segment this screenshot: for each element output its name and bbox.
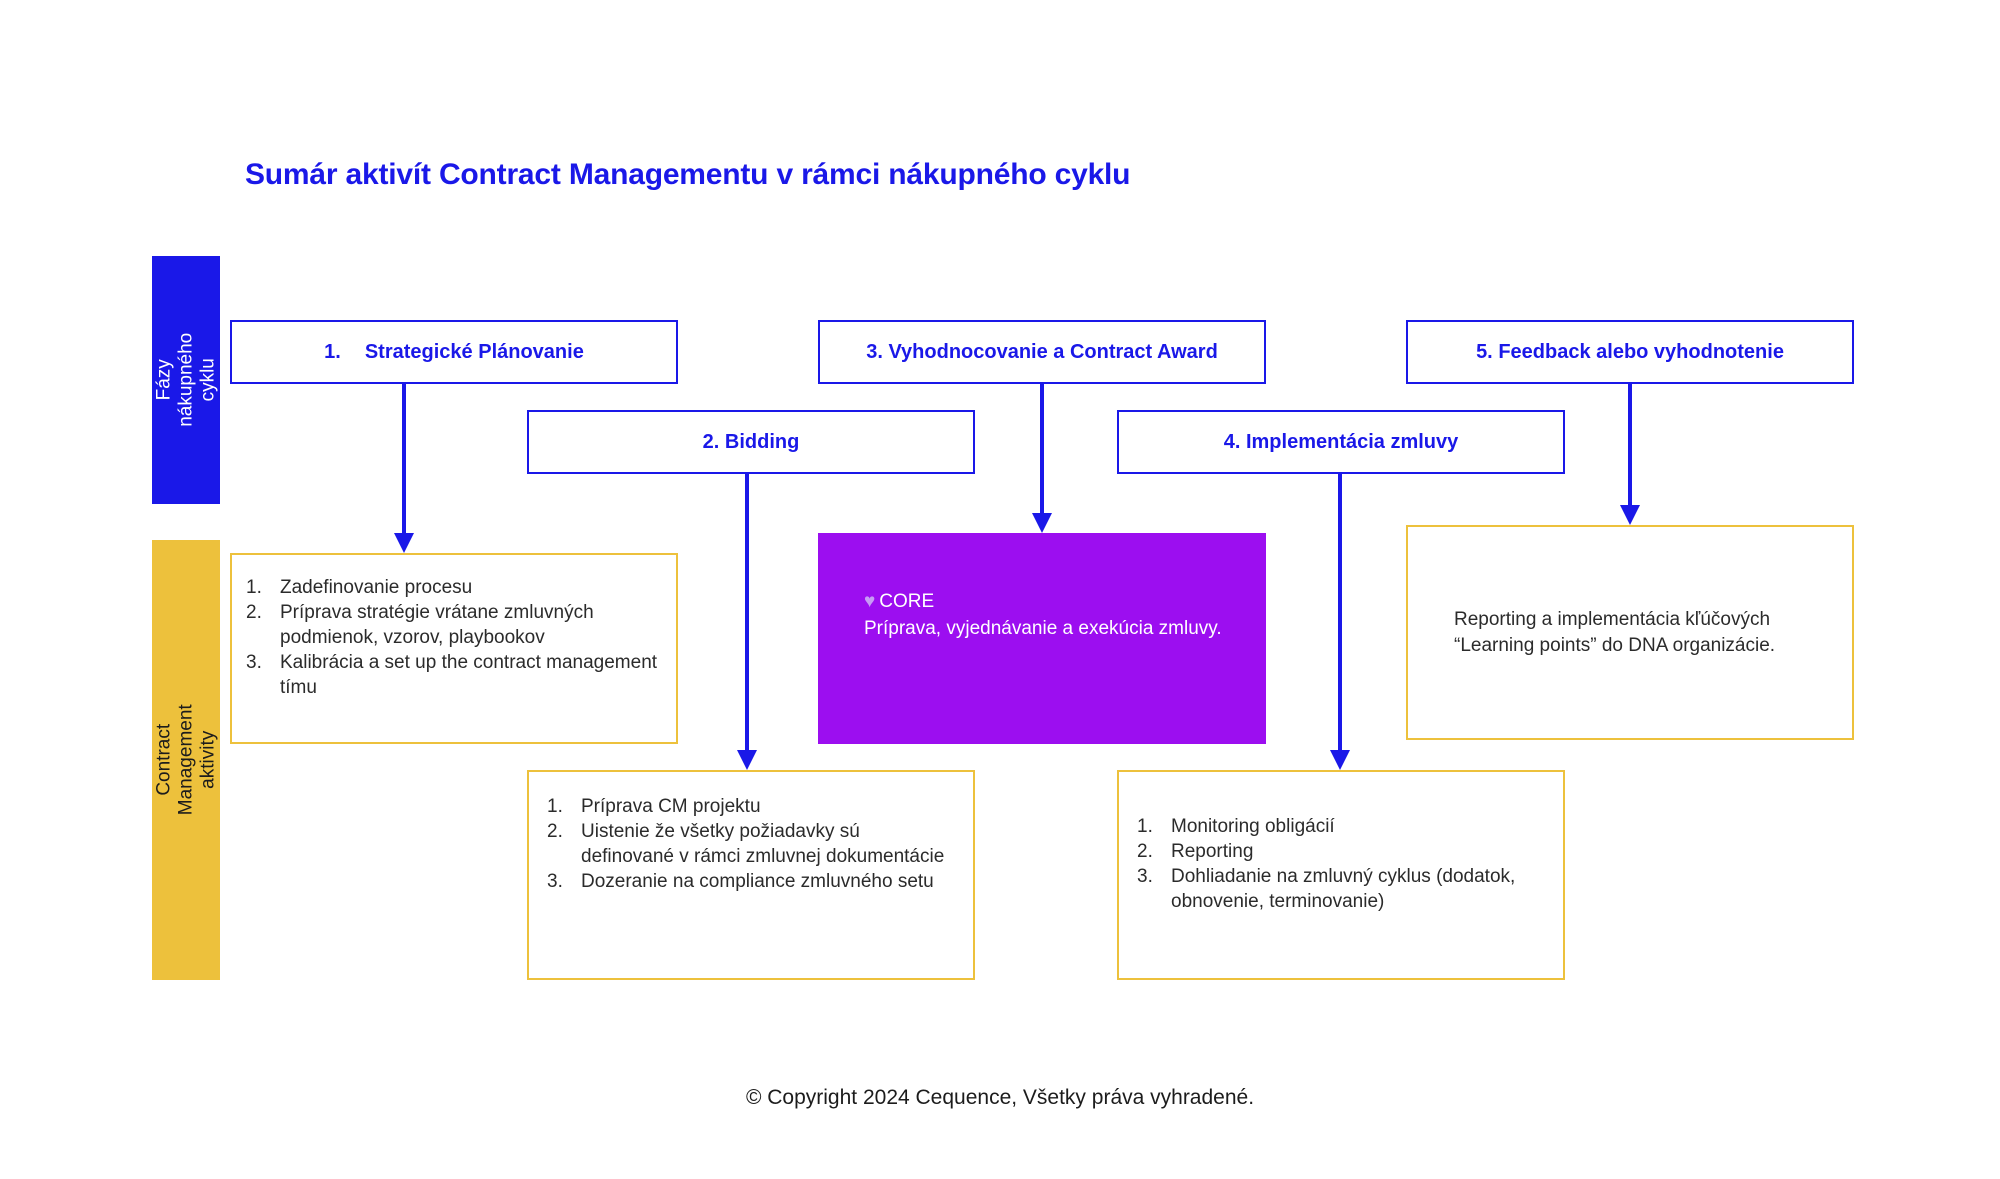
footer-copyright: © Copyright 2024 Cequence, Všetky práva … [745,1086,1255,1109]
phase-5-label: Feedback alebo vyhodnotenie [1498,340,1784,363]
list-marker: 1. [1137,816,1153,837]
list-item: 2. Príprava stratégie vrátane zmluvných … [246,600,658,650]
phase-3-label: Vyhodnocovanie a Contract Award [888,340,1218,363]
list-marker: 1. [547,796,563,817]
list-item: 3. Dohliadanie na zmluvný cyklus (dodato… [1137,864,1545,914]
phase-1-index: 1. [324,340,341,363]
activity-box-bidding: 1. Príprava CM projektu 2. Uistenie že v… [527,770,975,980]
arrow-shaft [1338,474,1342,750]
phase-5-text: 5. Feedback alebo vyhodnotenie [1476,341,1784,364]
band-activities-label: Contract Management aktivity [153,704,218,816]
activity-box-strategic-planning: 1. Zadefinovanie procesu 2. Príprava str… [230,553,678,744]
core-callout-box: ♥CORE Príprava, vyjednávanie a exekúcia … [818,533,1266,744]
list-text: Dozeranie na compliance zmluvného setu [581,871,934,893]
phase-4-index: 4. [1223,430,1241,453]
list-text: Kalibrácia a set up the contract managem… [280,652,658,699]
arrow-head-icon [737,750,757,770]
list-item: 1. Monitoring obligácií [1137,814,1545,839]
activity-list: 1. Zadefinovanie procesu 2. Príprava str… [246,575,658,700]
arrow-shaft [402,384,406,533]
list-item: 3. Kalibrácia a set up the contract mana… [246,650,658,700]
list-item: 3. Dozeranie na compliance zmluvného set… [547,869,955,894]
arrow-head-icon [1330,750,1350,770]
phase-box-5[interactable]: 5. Feedback alebo vyhodnotenie [1406,320,1854,384]
core-heading: CORE [879,591,935,612]
list-marker: 2. [1137,841,1153,863]
list-text: Monitoring obligácií [1171,816,1335,837]
phase-2-text: 2. Bidding [703,431,800,454]
arrow-shaft [745,474,749,750]
list-marker: 2. [246,602,262,624]
activity-list: 1. Monitoring obligácií 2. Reporting 3. … [1137,814,1545,914]
phase-1-text: 1. Strategické Plánovanie [324,341,584,364]
list-text: Uistenie že všetky požiadavky sú definov… [581,821,945,868]
list-marker: 3. [246,652,262,674]
phase-4-label: Implementácia zmluvy [1245,430,1459,453]
activity-feedback-text: Reporting a implementácia kľúčových “Lea… [1454,609,1776,656]
phase-box-2[interactable]: 2. Bidding [527,410,975,474]
core-heading-row: ♥CORE [864,589,1246,615]
list-text: Zadefinovanie procesu [280,577,473,598]
arrow-shaft [1628,384,1632,505]
page-title: Sumár aktivít Contract Managementu v rám… [245,158,1131,191]
list-item: 2. Uistenie že všetky požiadavky sú defi… [547,819,955,869]
activity-box-feedback: Reporting a implementácia kľúčových “Lea… [1406,525,1854,740]
phase-3-text: 3. Vyhodnocovanie a Contract Award [866,341,1218,364]
band-phases-label: Fázy nákupného cyklu [153,332,218,428]
list-marker: 1. [246,577,262,598]
activity-box-implementation: 1. Monitoring obligácií 2. Reporting 3. … [1117,770,1565,980]
band-phases: Fázy nákupného cyklu [152,256,220,504]
list-text: Príprava stratégie vrátane zmluvných pod… [280,602,594,649]
list-item: 1. Zadefinovanie procesu [246,575,658,600]
list-item: 1. Príprava CM projektu [547,794,955,819]
phase-5-index: 5. [1476,340,1493,363]
list-text: Dohliadanie na zmluvný cyklus (dodatok, … [1171,866,1516,913]
list-text: Reporting [1171,841,1254,863]
heart-icon: ♥ [864,591,876,612]
list-marker: 2. [547,821,563,843]
phase-2-label: Bidding [724,430,800,453]
list-text: Príprava CM projektu [581,796,761,817]
phase-box-1[interactable]: 1. Strategické Plánovanie [230,320,678,384]
list-marker: 3. [1137,866,1153,888]
list-marker: 3. [547,871,563,893]
phase-1-label: Strategické Plánovanie [364,340,584,363]
phase-2-index: 2. [702,430,720,453]
arrow-shaft [1040,384,1044,513]
phase-box-3[interactable]: 3. Vyhodnocovanie a Contract Award [818,320,1266,384]
activity-list: 1. Príprava CM projektu 2. Uistenie že v… [547,794,955,894]
list-item: 2. Reporting [1137,839,1545,864]
phase-box-4[interactable]: 4. Implementácia zmluvy [1117,410,1565,474]
band-activities: Contract Management aktivity [152,540,220,980]
arrow-head-icon [1620,505,1640,525]
arrow-head-icon [1032,513,1052,533]
arrow-head-icon [394,533,414,553]
phase-4-text: 4. Implementácia zmluvy [1224,431,1459,454]
core-body-text: Príprava, vyjednávanie a exekúcia zmluvy… [864,617,1222,639]
phase-3-index: 3. [866,340,883,363]
